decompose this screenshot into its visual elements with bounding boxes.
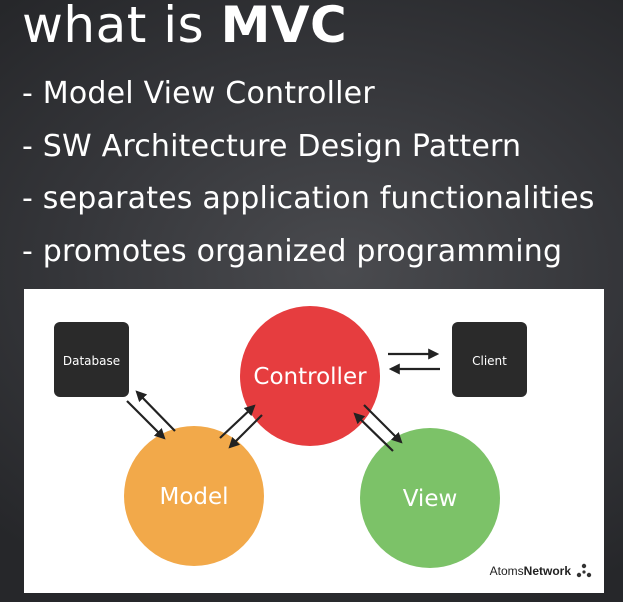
mvc-diagram-panel: Database Client Controller Model View [24, 289, 604, 593]
page-title: what is MVC [22, 0, 347, 56]
atoms-network-icon [576, 563, 592, 578]
database-node [54, 322, 129, 397]
client-label: Client [472, 354, 507, 368]
controller-node [240, 306, 380, 446]
mvc-diagram: Database Client Controller Model View [54, 306, 527, 568]
view-node [360, 428, 500, 568]
database-model-arrows [126, 390, 176, 440]
model-label: Model [159, 484, 228, 510]
bullet-list: - Model View Controller - SW Architectur… [22, 68, 595, 278]
model-node [124, 426, 264, 566]
title-prefix: what is [22, 0, 221, 54]
view-label: View [403, 486, 458, 512]
database-label: Database [63, 354, 120, 368]
model-controller-arrows [219, 404, 263, 449]
controller-view-arrows [353, 404, 403, 452]
brand-logo: AtomsNetwork [490, 563, 592, 579]
title-emphasis: MVC [220, 0, 348, 54]
bullet-item: - SW Architecture Design Pattern [22, 128, 522, 164]
bullet-item: - Model View Controller [22, 76, 375, 111]
bullet-item: - promotes organized programming [22, 233, 563, 269]
controller-label: Controller [253, 364, 367, 390]
client-node [452, 322, 527, 397]
bullet-item: - separates application functionalities [22, 181, 595, 216]
controller-client-arrows [388, 348, 440, 375]
brand-text: AtomsNetwork [489, 564, 571, 578]
